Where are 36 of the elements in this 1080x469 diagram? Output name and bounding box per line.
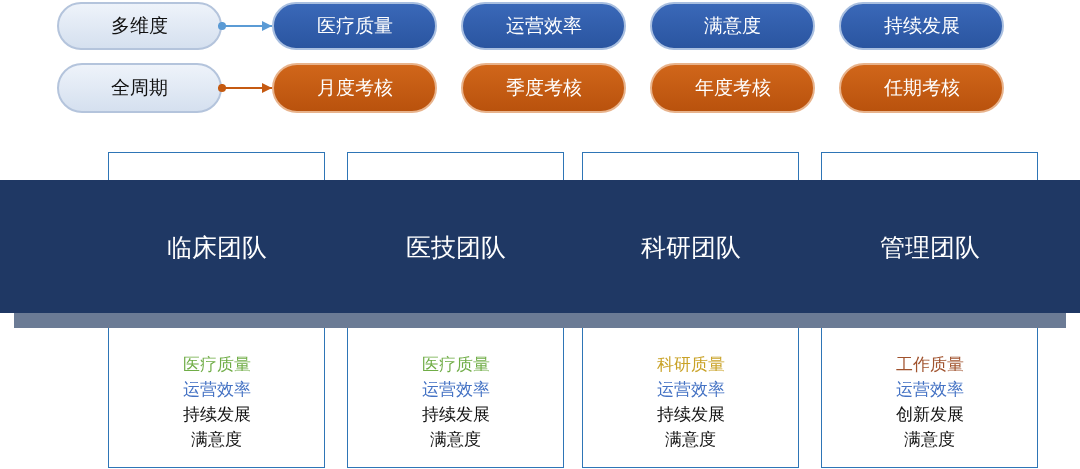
team-title: 科研团队	[639, 232, 742, 264]
team-column-box	[821, 152, 1038, 468]
metric-text: 运营效率	[181, 378, 252, 401]
metric-pill: 月度考核	[272, 63, 437, 113]
metric-text: 创新发展	[894, 403, 965, 426]
category-pill: 全周期	[57, 63, 222, 113]
team-column-box	[582, 152, 799, 468]
metric-text: 工作质量	[894, 353, 965, 376]
team-title: 管理团队	[878, 232, 981, 264]
metric-pill: 季度考核	[461, 63, 626, 113]
metric-text: 运营效率	[655, 378, 726, 401]
category-pill: 多维度	[57, 2, 222, 50]
team-column-box	[108, 152, 325, 468]
metric-text: 满意度	[429, 428, 482, 451]
metric-text: 满意度	[903, 428, 956, 451]
metric-text: 持续发展	[420, 403, 491, 426]
metric-pill: 持续发展	[839, 2, 1004, 50]
metric-text: 医疗质量	[181, 353, 252, 376]
metric-text: 持续发展	[181, 403, 252, 426]
metric-pill: 医疗质量	[272, 2, 437, 50]
arrow	[217, 83, 272, 93]
metric-text: 运营效率	[894, 378, 965, 401]
metric-pill: 年度考核	[650, 63, 815, 113]
arrow	[217, 21, 272, 31]
metric-text: 满意度	[664, 428, 717, 451]
metric-pill: 运营效率	[461, 2, 626, 50]
metric-text: 持续发展	[655, 403, 726, 426]
metric-text: 医疗质量	[420, 353, 491, 376]
team-column-box	[347, 152, 564, 468]
metric-text: 运营效率	[420, 378, 491, 401]
metric-pill: 任期考核	[839, 63, 1004, 113]
team-title: 临床团队	[165, 232, 268, 264]
team-title: 医技团队	[404, 232, 507, 264]
metric-text: 满意度	[190, 428, 243, 451]
metric-pill: 满意度	[650, 2, 815, 50]
metric-text: 科研质量	[655, 353, 726, 376]
